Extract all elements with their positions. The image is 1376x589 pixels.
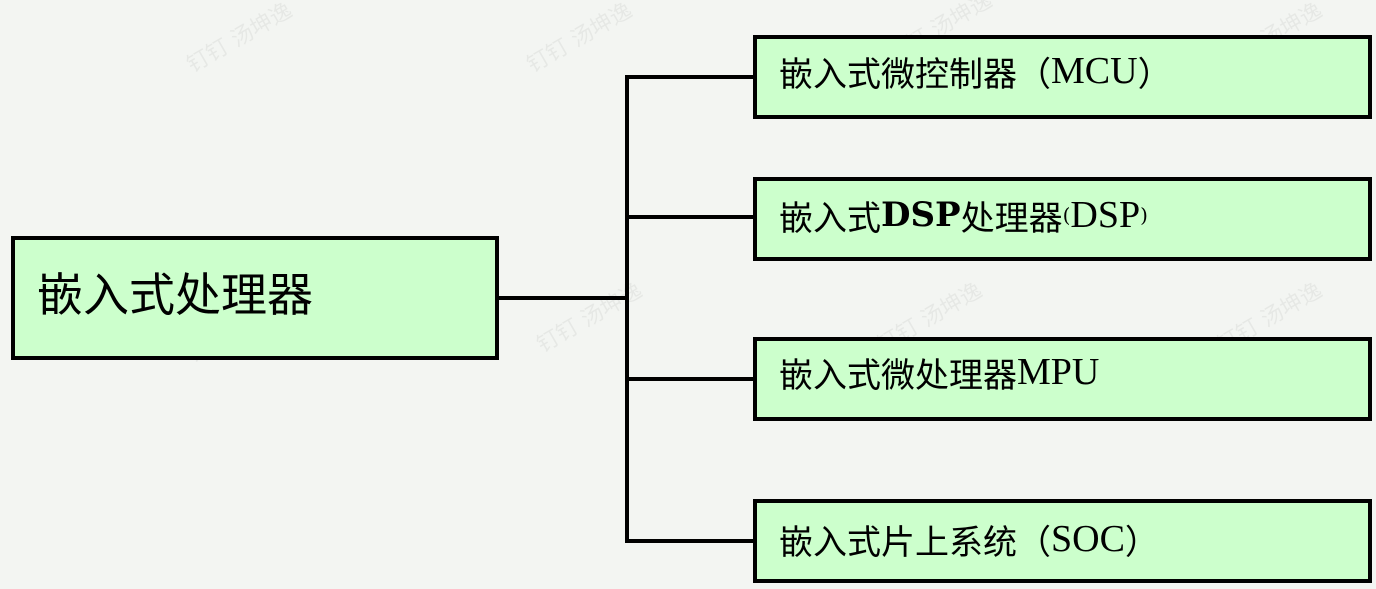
child-node-label-latin: MCU: [1051, 50, 1138, 92]
child-node-label-mid: 处理器: [960, 198, 1063, 239]
child-node-label: 嵌入式片上系统（: [779, 522, 1051, 563]
connector-root-to-trunk: [499, 296, 629, 300]
child-node-label: 嵌入式微控制器（: [779, 54, 1051, 95]
root-node: 嵌入式处理器: [11, 236, 499, 360]
connector-branch-1: [625, 75, 755, 79]
connector-branch-4: [625, 539, 755, 543]
child-node-label-latin: SOC: [1051, 518, 1125, 560]
watermark: 钉钉 汤坤逸: [182, 0, 297, 79]
child-node-label-close: ): [1140, 203, 1148, 227]
connector-branch-2: [625, 215, 755, 219]
child-node-label-latin: MPU: [1017, 351, 1100, 393]
child-node-label-suffix: ）: [1137, 54, 1172, 95]
watermark: 钉钉 汤坤逸: [522, 0, 637, 79]
connector-branch-3: [625, 377, 755, 381]
child-node-label: 嵌入式微处理器: [779, 355, 1017, 396]
child-node-label-latin: DSP: [1070, 194, 1141, 236]
child-node-label: 嵌入式: [779, 198, 881, 239]
child-node-label-bold: DSP: [881, 195, 961, 235]
root-node-label: 嵌入式处理器: [37, 268, 313, 322]
watermark: 钉钉 汤坤逸: [532, 278, 647, 359]
child-node-soc: 嵌入式片上系统（SOC）: [753, 499, 1372, 583]
child-node-mcu: 嵌入式微控制器（MCU）: [753, 35, 1372, 119]
connector-trunk: [625, 75, 629, 543]
child-node-label-open: (: [1062, 203, 1071, 227]
child-node-label-suffix: ）: [1124, 522, 1159, 563]
